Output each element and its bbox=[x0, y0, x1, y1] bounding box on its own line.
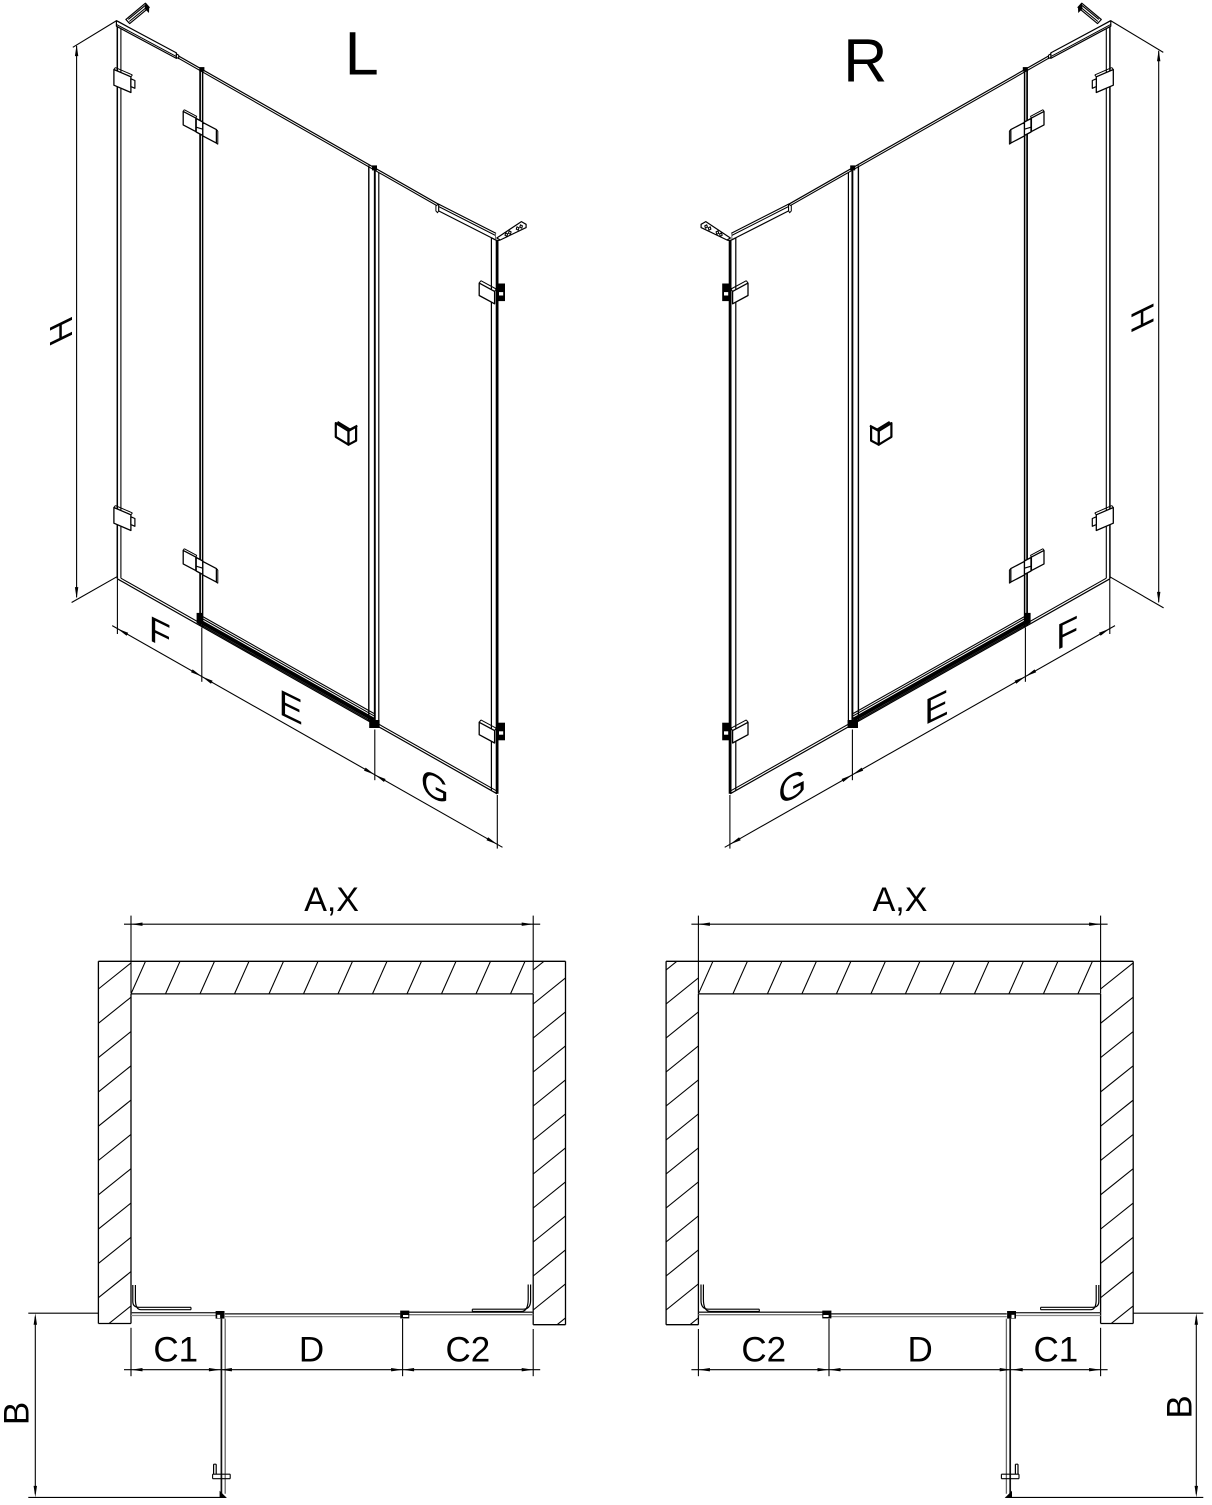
svg-text:D: D bbox=[907, 1331, 932, 1370]
svg-text:B: B bbox=[1161, 1395, 1200, 1418]
svg-text:A,X: A,X bbox=[304, 881, 359, 919]
svg-text:R: R bbox=[843, 27, 887, 95]
svg-text:F: F bbox=[149, 609, 171, 659]
svg-text:F: F bbox=[1056, 609, 1078, 659]
svg-text:C2: C2 bbox=[741, 1331, 786, 1370]
svg-text:C2: C2 bbox=[446, 1331, 491, 1370]
svg-text:L: L bbox=[345, 20, 379, 88]
svg-text:D: D bbox=[299, 1331, 324, 1370]
svg-text:B: B bbox=[0, 1402, 37, 1425]
svg-text:C1: C1 bbox=[1034, 1331, 1079, 1370]
svg-text:C1: C1 bbox=[153, 1331, 198, 1370]
svg-text:A,X: A,X bbox=[873, 881, 928, 919]
